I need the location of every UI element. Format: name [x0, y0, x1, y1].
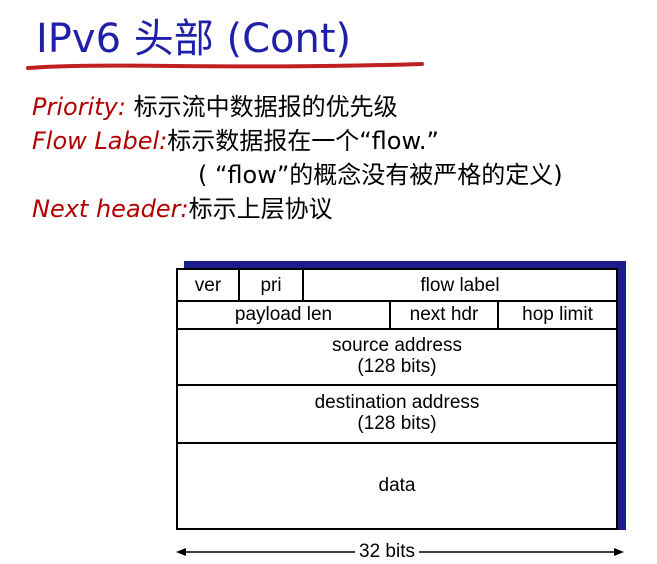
title-underline [26, 62, 424, 70]
bullet-flow-note: ( “flow”的概念没有被严格的定义) [32, 158, 563, 192]
bullet-term: Flow Label: [32, 127, 168, 155]
bullet-next-header: Next header:标示上层协议 [32, 192, 563, 226]
header-row-2: payload len next hdr hop limit [178, 300, 616, 330]
bullet-text: ( “flow”的概念没有被严格的定义) [198, 161, 563, 189]
field-flow-label: flow label [302, 270, 616, 300]
field-size: (128 bits) [357, 413, 437, 434]
field-destination-address: destination address (128 bits) [178, 384, 616, 442]
bullet-text: 标示流中数据报的优先级 [125, 93, 398, 121]
header-row-4: destination address (128 bits) [178, 384, 616, 444]
field-ver: ver [194, 274, 222, 296]
width-arrow [176, 548, 624, 556]
bullet-flow-label: Flow Label:标示数据报在一个“flow.” [32, 124, 563, 158]
bullet-list: Priority: 标示流中数据报的优先级 Flow Label:标示数据报在一… [32, 90, 563, 226]
field-pri: pri [238, 270, 302, 300]
slide-title: IPv6 头部 (Cont) [36, 16, 352, 62]
field-payload-len: payload len [234, 303, 333, 325]
field-data: data [378, 474, 416, 496]
header-row-3: source address (128 bits) [178, 328, 616, 386]
bullet-term: Priority: [32, 93, 126, 121]
field-size: (128 bits) [357, 356, 437, 377]
bullet-priority: Priority: 标示流中数据报的优先级 [32, 90, 563, 124]
bullet-text: 标示数据报在一个“flow.” [167, 127, 439, 155]
header-row-1: ver pri flow label [178, 270, 616, 302]
field-hop-limit: hop limit [497, 300, 616, 328]
field-name: source address [332, 335, 462, 356]
bullet-term: Next header: [32, 195, 189, 223]
header-row-5: data [178, 442, 616, 528]
field-source-address: source address (128 bits) [178, 328, 616, 384]
field-next-hdr: next hdr [389, 300, 497, 328]
bullet-text: 标示上层协议 [188, 195, 333, 223]
width-label: 32 bits [355, 541, 419, 563]
field-name: destination address [314, 392, 480, 413]
ipv6-header-diagram: ver pri flow label payload len next hdr … [176, 268, 618, 530]
